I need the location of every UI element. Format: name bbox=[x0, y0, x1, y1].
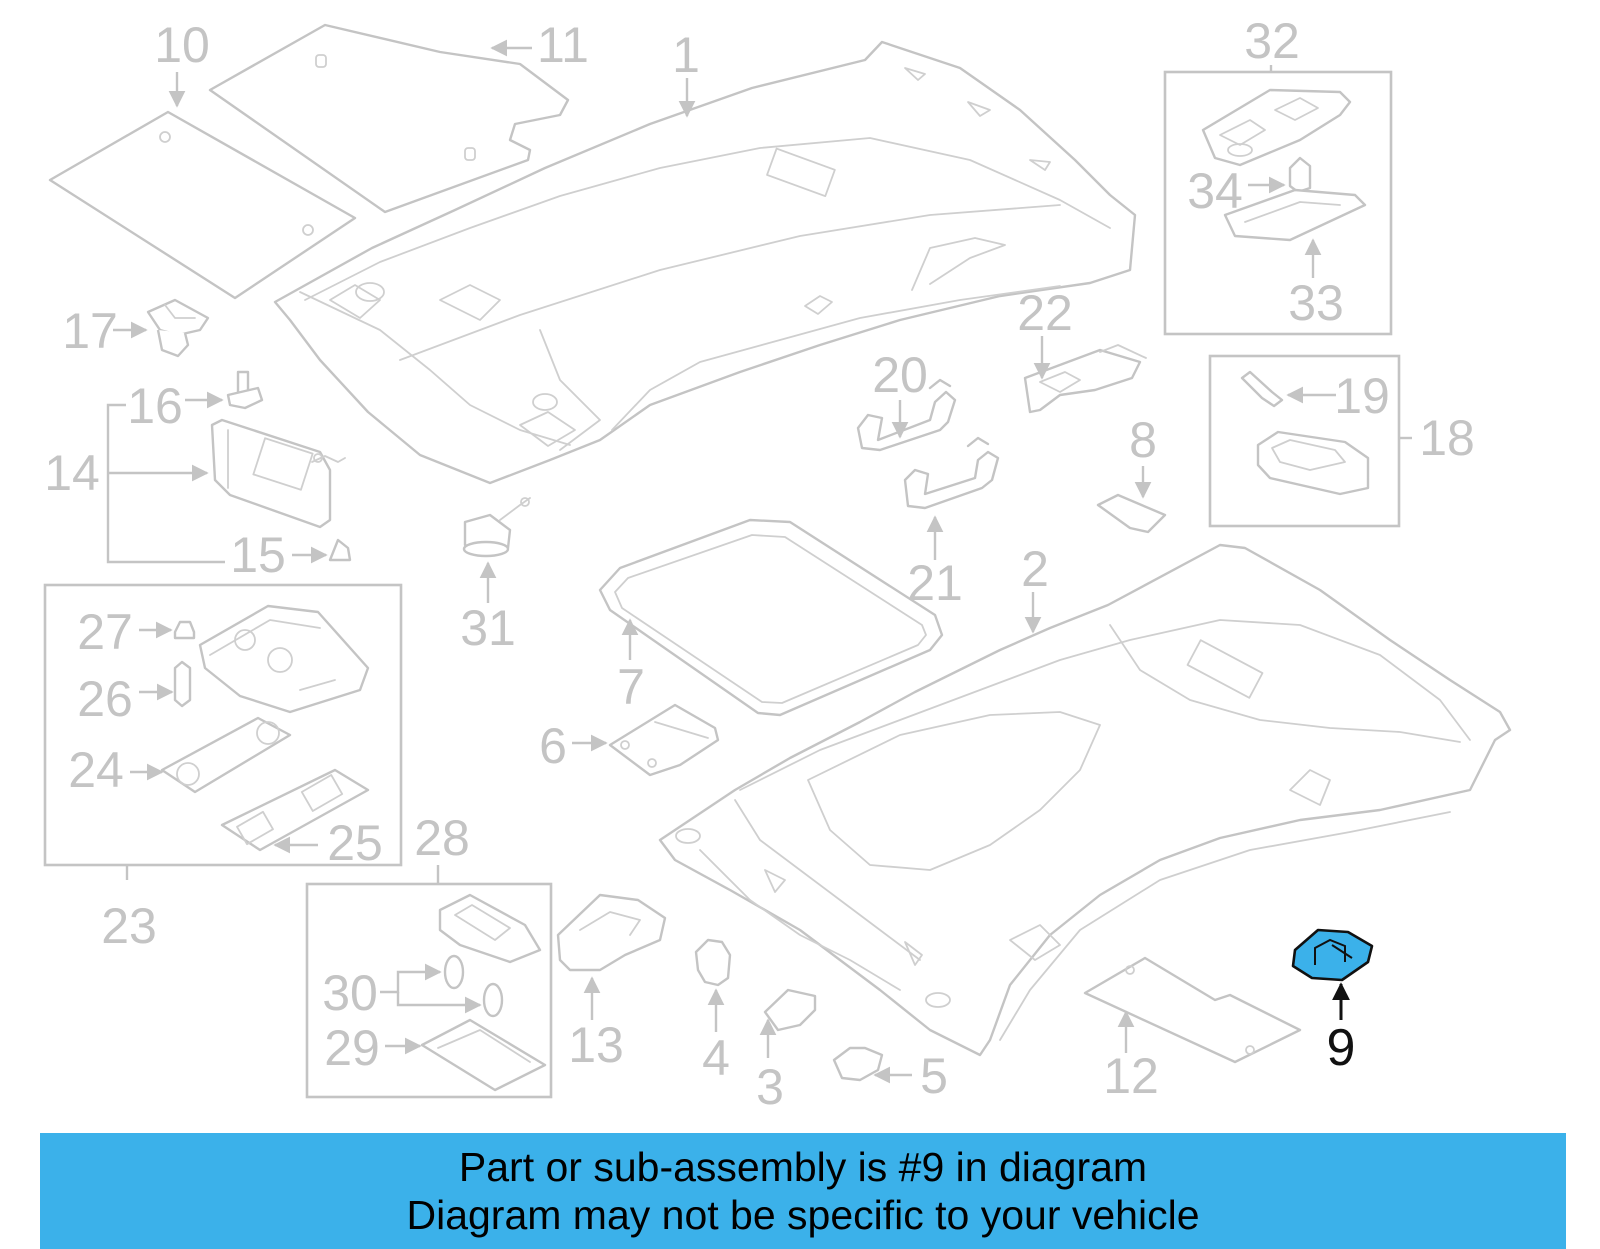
lens-part-24 bbox=[160, 716, 292, 794]
lamp-part-31 bbox=[462, 497, 531, 558]
leader-lines bbox=[108, 39, 1412, 1084]
callout-5: 5 bbox=[920, 1048, 948, 1104]
callout-4: 4 bbox=[702, 1030, 730, 1086]
callout-17: 17 bbox=[62, 303, 118, 359]
group-box-18 bbox=[1208, 354, 1401, 528]
headliner-upper-part bbox=[273, 40, 1137, 485]
console-part-23 bbox=[198, 604, 370, 714]
console-part-28 bbox=[438, 893, 542, 964]
bulb-part-19 bbox=[1240, 370, 1284, 408]
callout-7: 7 bbox=[617, 659, 645, 715]
clip-part-17 bbox=[146, 298, 210, 358]
callout-31: 31 bbox=[460, 600, 516, 656]
callout-28: 28 bbox=[414, 810, 470, 866]
group-box-23 bbox=[43, 583, 403, 867]
trim-part-13 bbox=[556, 893, 667, 972]
callout-25: 25 bbox=[327, 815, 383, 871]
callout-6: 6 bbox=[539, 718, 567, 774]
callout-27: 27 bbox=[77, 604, 133, 660]
callout-26: 26 bbox=[77, 671, 133, 727]
callout-8: 8 bbox=[1129, 412, 1157, 468]
pad-part-11 bbox=[208, 23, 570, 214]
lens-part-34 bbox=[1288, 156, 1312, 194]
callout-23: 23 bbox=[101, 898, 157, 954]
pad-part-6 bbox=[608, 703, 720, 777]
bracket-part-22 bbox=[1023, 344, 1147, 414]
sunroof-seal-part-7 bbox=[598, 518, 944, 717]
cap-part-27 bbox=[173, 620, 196, 640]
info-banner: Part or sub-assembly is #9 in diagram Di… bbox=[40, 1133, 1566, 1249]
callout-34: 34 bbox=[1187, 163, 1243, 219]
grab-handle-part-21 bbox=[903, 436, 1000, 510]
pad-part-8 bbox=[1096, 493, 1167, 534]
banner-part-line: Part or sub-assembly is #9 in diagram bbox=[458, 1144, 1148, 1190]
callout-9: 9 bbox=[1327, 1019, 1356, 1077]
lens-part-33 bbox=[1223, 188, 1367, 242]
bulb-part-30 bbox=[443, 954, 504, 1018]
pad-part-10 bbox=[48, 110, 357, 300]
group-box-32 bbox=[1163, 70, 1393, 336]
highlighted-part-9 bbox=[1291, 928, 1374, 982]
callout-2: 2 bbox=[1021, 541, 1049, 597]
visor-bracket-part-16 bbox=[226, 370, 264, 410]
lens-part-29 bbox=[420, 1018, 547, 1092]
console-part-32 bbox=[1201, 88, 1352, 167]
group-box-28 bbox=[305, 882, 553, 1099]
callout-1: 1 bbox=[672, 27, 700, 83]
lens-part-26 bbox=[173, 660, 192, 708]
callout-14: 14 bbox=[44, 445, 100, 501]
callout-13: 13 bbox=[568, 1017, 624, 1073]
headliner-lower-part bbox=[658, 543, 1512, 1057]
callout-18: 18 bbox=[1419, 410, 1475, 466]
callout-21: 21 bbox=[907, 555, 963, 611]
lens-part-25 bbox=[220, 768, 370, 852]
callout-32: 32 bbox=[1244, 13, 1300, 69]
callout-3: 3 bbox=[756, 1059, 784, 1115]
lamp-part-18 bbox=[1256, 430, 1370, 496]
callout-16: 16 bbox=[127, 378, 183, 434]
callout-22: 22 bbox=[1017, 285, 1073, 341]
callout-numbers: 1 2 3 4 5 6 7 8 9 10 11 12 13 14 15 16 1… bbox=[44, 13, 1475, 1115]
bracket-line-14 bbox=[106, 403, 225, 564]
banner-disclaimer-line: Diagram may not be specific to your vehi… bbox=[406, 1192, 1200, 1238]
sun-visor-part-14 bbox=[210, 418, 346, 529]
callout-24: 24 bbox=[68, 742, 124, 798]
clip-part-3 bbox=[763, 988, 817, 1032]
callout-20: 20 bbox=[872, 347, 928, 403]
callout-10: 10 bbox=[154, 17, 210, 73]
callout-19: 19 bbox=[1334, 368, 1390, 424]
visor-clip-part-15 bbox=[328, 538, 352, 562]
callout-15: 15 bbox=[230, 527, 286, 583]
pad-part-12 bbox=[1083, 956, 1302, 1064]
clip-part-4 bbox=[694, 938, 732, 987]
callout-33: 33 bbox=[1288, 275, 1344, 331]
callout-11: 11 bbox=[537, 17, 589, 73]
callout-29: 29 bbox=[324, 1020, 380, 1076]
callout-30: 30 bbox=[322, 965, 378, 1021]
clip-part-5 bbox=[832, 1046, 884, 1082]
callout-12: 12 bbox=[1103, 1048, 1159, 1104]
